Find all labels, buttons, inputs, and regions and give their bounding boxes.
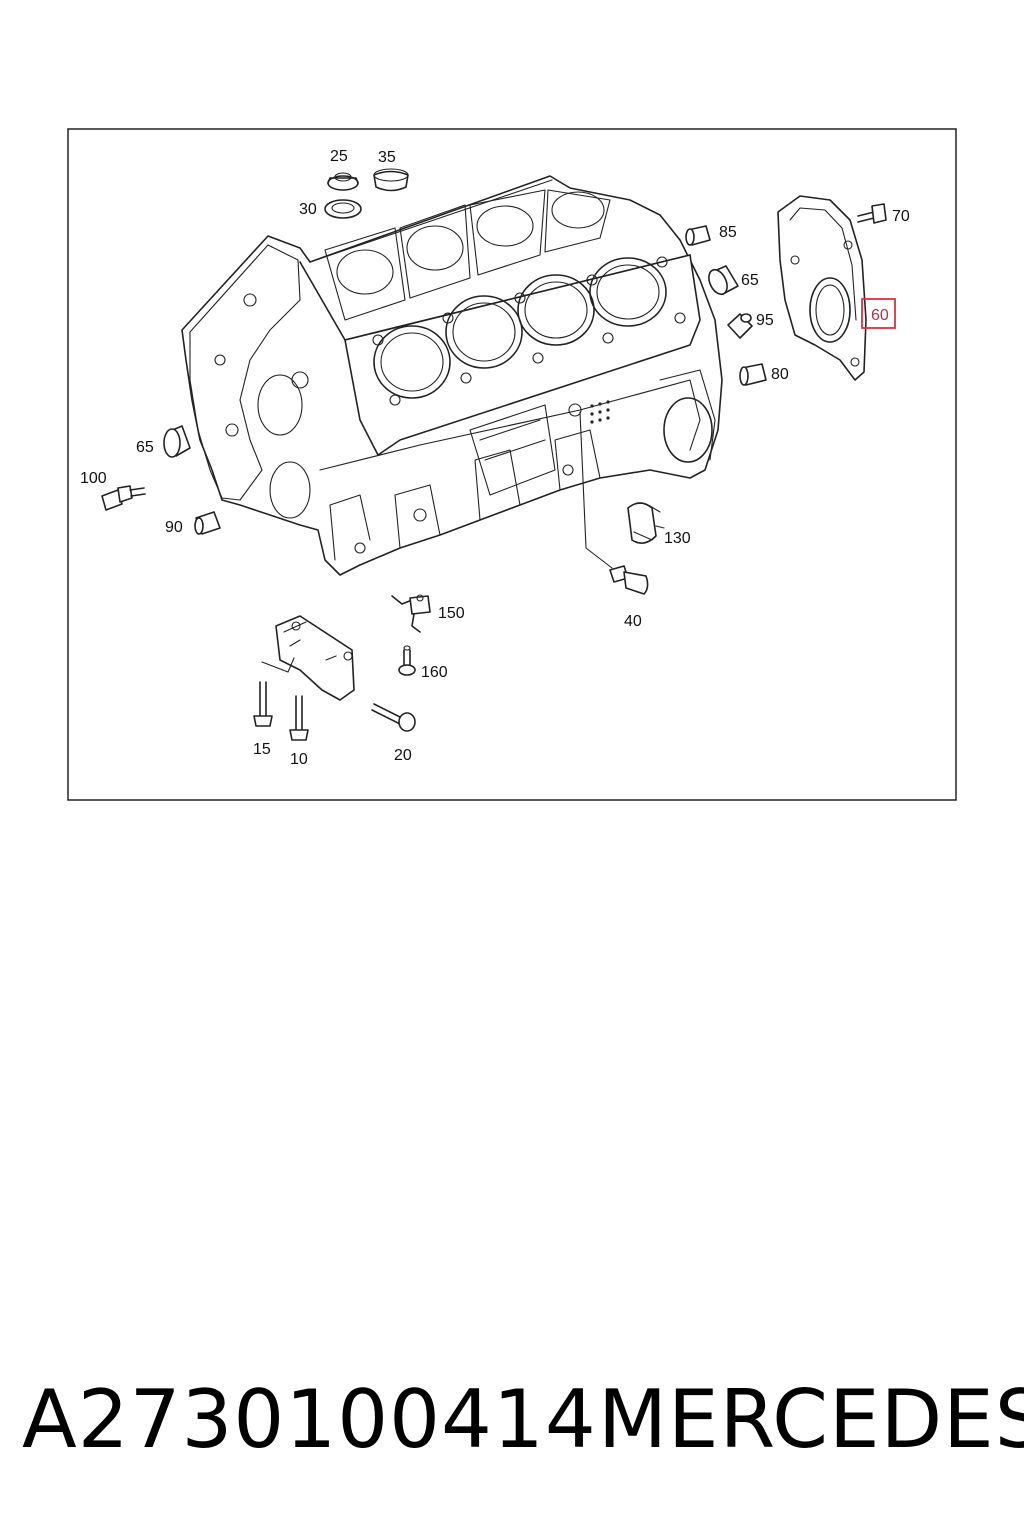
highlight-box-60 — [861, 298, 896, 329]
part-85-dowel — [685, 225, 711, 246]
part-70-bolt — [857, 203, 887, 224]
part-100-plug — [101, 485, 146, 511]
callout-95: 95 — [756, 312, 774, 329]
callout-160: 160 — [421, 664, 448, 681]
callout-85: 85 — [719, 224, 737, 241]
callout-70: 70 — [892, 208, 910, 225]
callout-90: 90 — [165, 519, 183, 536]
part-30-seal-ring — [324, 199, 362, 219]
callout-30: 30 — [299, 201, 317, 218]
callout-20: 20 — [394, 747, 412, 764]
part-130-cover-cap — [627, 502, 665, 544]
callout-65-left: 65 — [136, 439, 154, 456]
callout-40: 40 — [624, 613, 642, 630]
part-95-dowel — [727, 313, 753, 339]
part-65-sleeve-left — [163, 425, 191, 458]
brand-name: MERCEDES — [598, 1373, 1024, 1466]
caption-bar: A2730100414 MERCEDES — [0, 1370, 1024, 1480]
callout-65-right: 65 — [741, 272, 759, 289]
callout-130: 130 — [664, 530, 691, 547]
part-10-bolt — [289, 695, 309, 741]
part-15-bolt — [253, 681, 273, 727]
part-150-bracket — [391, 594, 431, 633]
part-160-bolt — [398, 645, 416, 676]
part-60-end-cover — [777, 195, 867, 381]
parts-diagram: 25 35 30 85 70 65 60 95 80 65 100 90 130… — [67, 128, 957, 801]
part-40-sensor — [609, 565, 649, 595]
part-number: A2730100414 — [22, 1373, 597, 1466]
callout-35: 35 — [378, 149, 396, 166]
callout-60: 60 — [871, 307, 889, 324]
part-20-bolt — [371, 703, 416, 732]
callout-25: 25 — [330, 148, 348, 165]
part-35-sleeve — [373, 168, 409, 192]
callout-80: 80 — [771, 366, 789, 383]
part-25-seal-cap — [327, 172, 359, 191]
callout-10: 10 — [290, 751, 308, 768]
callout-100: 100 — [80, 470, 107, 487]
part-80-dowel — [739, 363, 767, 386]
callout-150: 150 — [438, 605, 465, 622]
engine-block — [181, 175, 723, 576]
bearing-cap — [261, 615, 355, 701]
part-65-sleeve-right — [708, 265, 739, 296]
callout-15: 15 — [253, 741, 271, 758]
part-90-dowel — [194, 511, 221, 535]
